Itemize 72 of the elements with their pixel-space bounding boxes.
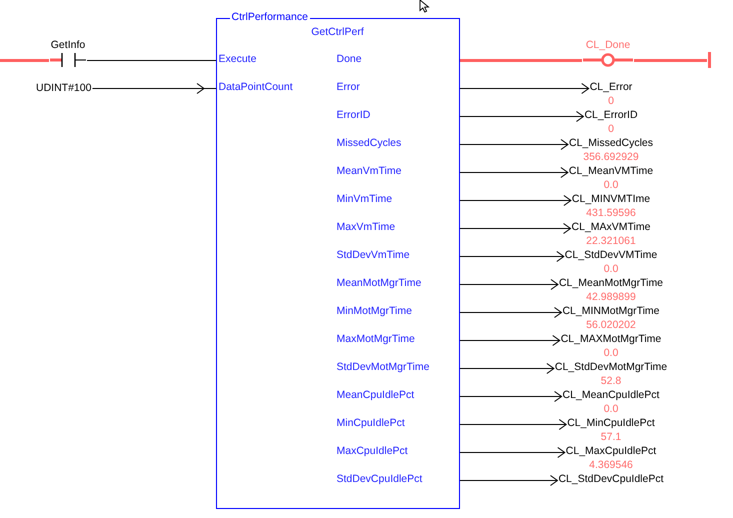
arrow [460, 475, 558, 486]
arrow [460, 363, 554, 374]
variable-name: CL_ErrorID [584, 108, 638, 122]
arrow [92, 83, 216, 94]
live-value: 52.8 [600, 374, 622, 388]
live-value: 0.0 [604, 178, 618, 192]
output-pin-label: MinVmTime [336, 193, 392, 206]
variable-name: CL_StdDevVMTime [564, 248, 658, 262]
constant-value: UDINT#100 [36, 82, 92, 94]
output-pin-label: MeanVmTime [336, 165, 402, 178]
output-pin-label: MeanCpuIdlePct [336, 389, 414, 402]
variable-name: CL_MeanVMTime [568, 164, 654, 178]
output-pin-label: MinMotMgrTime [336, 305, 412, 318]
output-pin-label: ErrorID [336, 109, 370, 122]
variable-name: CL_MAxVMTime [572, 220, 650, 234]
output-pin-label: MeanMotMgrTime [336, 277, 422, 290]
live-value: 0 [608, 122, 614, 136]
variable-name: CL_MAXMotMgrTime [560, 332, 662, 346]
live-value: 0.0 [604, 262, 618, 276]
live-value: 431.59596 [586, 206, 636, 220]
variable-name: CL_StdDevCpuIdlePct [558, 472, 664, 486]
live-value: 0 [608, 94, 614, 108]
wire [634, 59, 707, 62]
output-pin-label: Error [336, 81, 360, 94]
wire [0, 59, 49, 62]
output-pin-label: StdDevVmTime [336, 249, 410, 262]
wire [460, 59, 582, 62]
output-pin-label: MaxCpuIdlePct [336, 445, 408, 458]
block-type-name: GetCtrlPerf [311, 26, 364, 39]
live-value: 4.369546 [589, 458, 633, 472]
live-value: 22.321061 [586, 234, 636, 248]
arrow [460, 83, 590, 94]
live-value: 0.0 [604, 346, 618, 360]
arrow [460, 335, 560, 346]
arrow [460, 139, 568, 150]
output-pin-label: StdDevMotMgrTime [336, 361, 430, 374]
input-pin-label: DataPointCount [218, 81, 293, 94]
variable-name: CL_MINVMTIme [572, 192, 650, 206]
variable-name: CL_MeanMotMgrTime [558, 276, 664, 290]
live-value: 356.692929 [583, 150, 639, 164]
arrow [460, 419, 567, 430]
arrow [460, 195, 572, 206]
live-value: 56.020202 [586, 318, 636, 332]
output-pin-label: MinCpuIdlePct [336, 417, 405, 430]
variable-name: CL_MINMotMgrTime [562, 304, 660, 318]
live-value: 42.989899 [586, 290, 636, 304]
variable-name: CL_MeanCpuIdlePct [562, 388, 660, 402]
arrow [460, 447, 566, 458]
wire [86, 60, 216, 61]
power-rail [708, 52, 711, 68]
live-value: 57.1 [600, 430, 622, 444]
coil-label: CL_Done [586, 39, 630, 52]
output-pin-label: MaxMotMgrTime [336, 333, 415, 346]
arrow [460, 167, 568, 178]
variable-name: CL_StdDevMotMgrTime [554, 360, 668, 374]
variable-name: CL_Error [590, 80, 632, 94]
input-pin-label: Execute [218, 53, 256, 66]
arrow [460, 391, 562, 402]
arrow [460, 223, 572, 234]
arrow [460, 307, 562, 318]
variable-name: CL_MinCpuIdlePct [567, 416, 655, 430]
arrow [460, 111, 584, 122]
contact-label: GetInfo [50, 39, 86, 52]
variable-name: CL_MaxCpuIdlePct [566, 444, 656, 458]
output-pin-label: MissedCycles [336, 137, 402, 150]
output-pin-label: Done [336, 53, 362, 66]
output-pin-label: MaxVmTime [336, 221, 396, 234]
live-value: 0.0 [604, 402, 618, 416]
arrow [460, 279, 558, 290]
output-pin-label: StdDevCpuIdlePct [336, 473, 422, 486]
variable-name: CL_MissedCycles [568, 136, 654, 150]
arrow [460, 251, 564, 262]
